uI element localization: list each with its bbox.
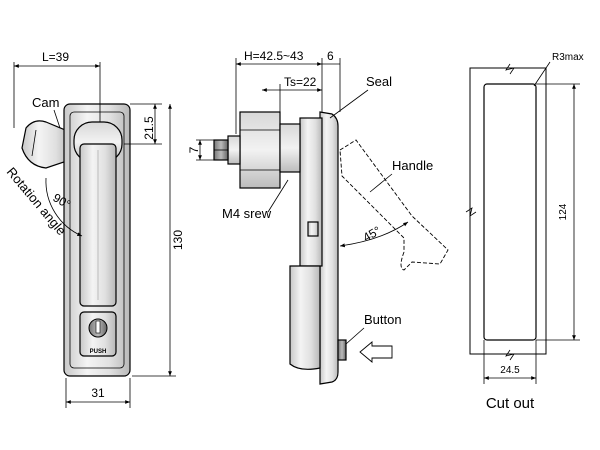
svg-text:31: 31	[91, 386, 105, 400]
side-bezel	[319, 111, 339, 385]
dim-height: 130	[132, 104, 185, 377]
svg-text:21.5: 21.5	[142, 116, 156, 140]
dim-cam-offset: 21.5	[124, 103, 162, 145]
rotation-arc	[45, 177, 83, 237]
side-button	[337, 339, 347, 361]
dim-bottom-width: 31	[65, 378, 131, 408]
cutout-hole	[483, 83, 537, 341]
lock-cylinder	[79, 311, 117, 357]
cutout-caption: Cut out	[486, 395, 535, 412]
cutout-view: R3max 124 24.5 Cut out	[465, 52, 584, 412]
handle-label: Handle	[392, 158, 433, 173]
side-view: 45° H=42.5~43 6 Ts=22 7 Seal Handle	[187, 49, 449, 385]
dim-124: 124	[536, 83, 580, 341]
svg-text:6: 6	[327, 49, 334, 63]
dim-h: H=42.5~43 6	[235, 49, 341, 134]
side-body	[299, 117, 323, 267]
svg-text:24.5: 24.5	[500, 365, 520, 376]
dim-7: 7	[187, 139, 216, 161]
seal-label: Seal	[366, 74, 392, 89]
button-label: Button	[364, 312, 402, 327]
dim-width: L=39	[13, 50, 101, 128]
svg-text:Ts=22: Ts=22	[284, 75, 317, 89]
cam-label: Cam	[32, 95, 59, 110]
front-view: PUSH 90° Rotation angle Cam L=39 21.5 13…	[4, 50, 185, 408]
svg-text:H=42.5~43: H=42.5~43	[244, 49, 304, 63]
svg-text:L=39: L=39	[42, 50, 69, 64]
open-handle	[339, 139, 449, 271]
r3max-label: R3max	[552, 52, 584, 63]
svg-text:7: 7	[187, 146, 201, 153]
svg-text:130: 130	[171, 230, 185, 250]
m4-screw-label: M4 srew	[222, 206, 272, 221]
svg-text:124: 124	[558, 203, 569, 220]
push-arrow	[359, 341, 393, 363]
push-label: PUSH	[90, 349, 107, 355]
dim-245: 24.5	[483, 340, 537, 384]
cam	[21, 120, 71, 169]
dim-ts: Ts=22	[262, 75, 322, 112]
side-nut	[239, 111, 281, 189]
